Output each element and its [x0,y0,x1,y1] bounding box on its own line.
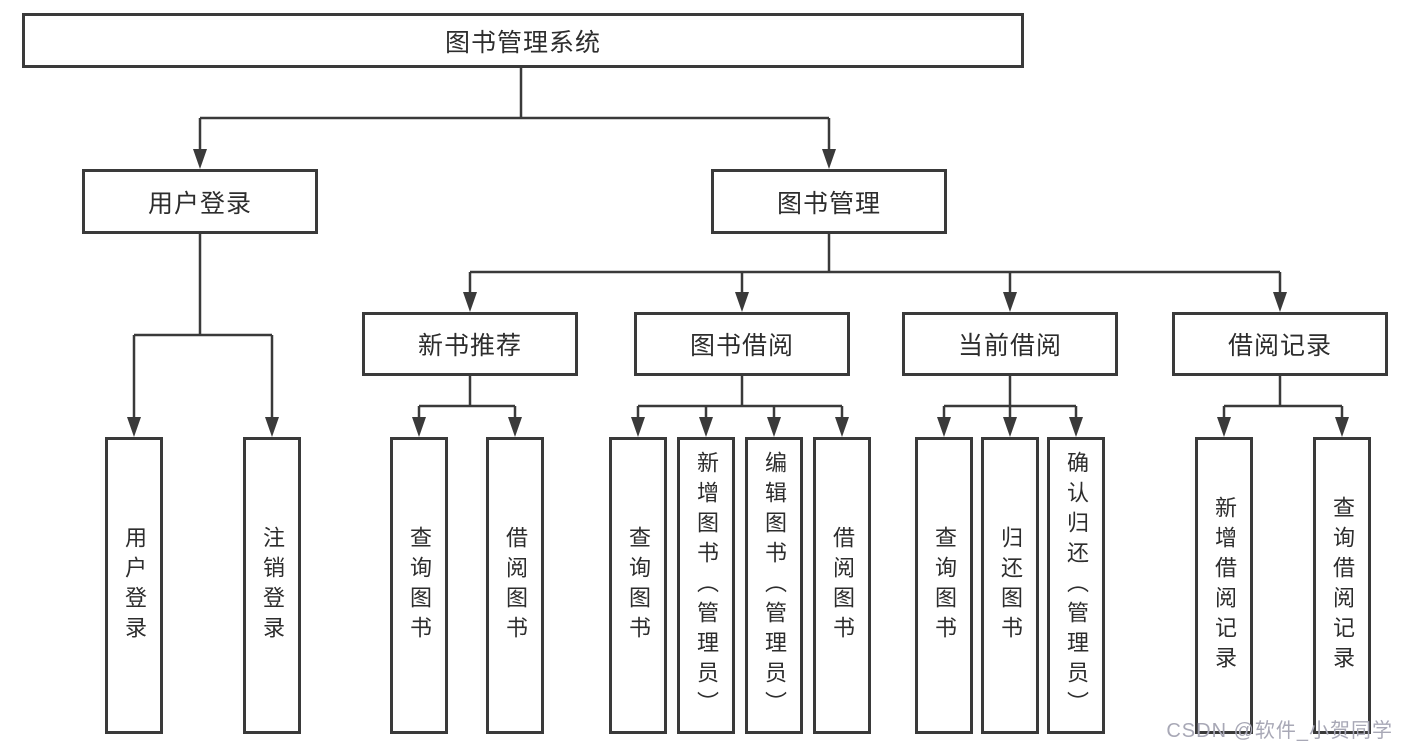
leaf-add-borrow-record: 新增借阅记录 [1195,437,1253,734]
node-book-borrowing-label: 图书借阅 [689,332,794,360]
node-current-borrowing: 当前借阅 [902,312,1118,376]
node-book-management: 图书管理 [711,169,947,234]
leaf-return-book: 归还图书 [981,437,1039,734]
leaf-edit-book-admin-label: 编辑图书（管理员） [762,450,787,721]
node-root: 图书管理系统 [22,13,1024,68]
leaf-query-borrow-record-label: 查询借阅记录 [1330,495,1355,676]
leaf-user-login-label: 用户登录 [122,525,147,646]
node-new-book-recommend: 新书推荐 [362,312,578,376]
leaf-edit-book-admin: 编辑图书（管理员） [745,437,803,734]
leaf-query-books-current-label: 查询图书 [932,525,957,646]
leaf-logout-label: 注销登录 [260,525,285,646]
leaf-borrow-books-recommend-label: 借阅图书 [503,525,528,646]
node-book-borrowing: 图书借阅 [634,312,850,376]
node-user-login: 用户登录 [82,169,318,234]
node-borrow-records: 借阅记录 [1172,312,1388,376]
leaf-add-borrow-record-label: 新增借阅记录 [1212,495,1237,676]
leaf-borrow-books-borrowing: 借阅图书 [813,437,871,734]
node-borrow-records-label: 借阅记录 [1227,332,1332,360]
leaf-add-book-admin: 新增图书（管理员） [677,437,735,734]
csdn-watermark: CSDN @软件_小贺同学 [1166,720,1393,742]
node-book-management-label: 图书管理 [776,189,881,218]
leaf-borrow-books-borrowing-label: 借阅图书 [830,525,855,646]
leaf-query-books-borrowing: 查询图书 [609,437,667,734]
leaf-return-book-label: 归还图书 [998,525,1023,646]
leaf-user-login: 用户登录 [105,437,163,734]
arrowheads [127,149,1349,437]
leaf-query-books-current: 查询图书 [915,437,973,734]
leaf-query-books-recommend: 查询图书 [390,437,448,734]
node-user-login-label: 用户登录 [147,189,252,218]
leaf-logout: 注销登录 [243,437,301,734]
node-root-label: 图书管理系统 [444,28,601,57]
node-current-borrowing-label: 当前借阅 [957,332,1062,360]
leaf-add-book-admin-label: 新增图书（管理员） [694,450,719,721]
node-new-book-recommend-label: 新书推荐 [417,332,522,360]
leaf-borrow-books-recommend: 借阅图书 [486,437,544,734]
leaf-query-books-borrowing-label: 查询图书 [626,525,651,646]
leaf-confirm-return-admin: 确认归还（管理员） [1047,437,1105,734]
leaf-confirm-return-admin-label: 确认归还（管理员） [1064,450,1089,721]
leaf-query-borrow-record: 查询借阅记录 [1313,437,1371,734]
leaf-query-books-recommend-label: 查询图书 [407,525,432,646]
